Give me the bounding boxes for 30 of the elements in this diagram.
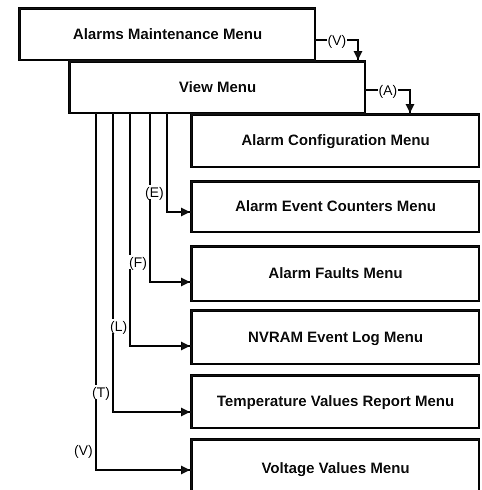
menu-box	[190, 309, 480, 365]
menu-title: NVRAM Event Log Menu	[247, 330, 424, 346]
menu-box	[190, 180, 480, 233]
edge-label: (A)	[378, 83, 398, 97]
menu-box	[190, 438, 480, 490]
edge-label: (T)	[91, 385, 111, 399]
arrow	[112, 114, 190, 416]
menu-title: Alarm Event Counters Menu	[234, 199, 437, 215]
menu-box	[190, 245, 480, 302]
menu-title: Voltage Values Menu	[260, 460, 411, 476]
menu-title: View Menu	[178, 80, 258, 96]
edge-label: (F)	[128, 255, 148, 269]
edge-label: (L)	[109, 319, 128, 333]
menu-box	[190, 113, 480, 168]
menu-title: Temperature Values Report Menu	[216, 394, 456, 410]
arrow	[366, 89, 414, 113]
arrow	[316, 39, 362, 60]
arrow	[149, 114, 190, 286]
menu-box	[68, 60, 366, 114]
menu-title: Alarm Configuration Menu	[240, 133, 431, 149]
menu-box	[18, 7, 316, 61]
arrow	[129, 114, 190, 350]
edge-label: (V)	[73, 443, 94, 457]
menu-box	[190, 374, 480, 429]
arrow	[95, 114, 190, 474]
menu-title: Alarms Maintenance Menu	[72, 26, 264, 42]
edge-label: (V)	[326, 33, 348, 47]
menu-title: Alarm Faults Menu	[267, 266, 404, 282]
edge-label: (E)	[144, 185, 165, 199]
arrow	[166, 114, 190, 216]
